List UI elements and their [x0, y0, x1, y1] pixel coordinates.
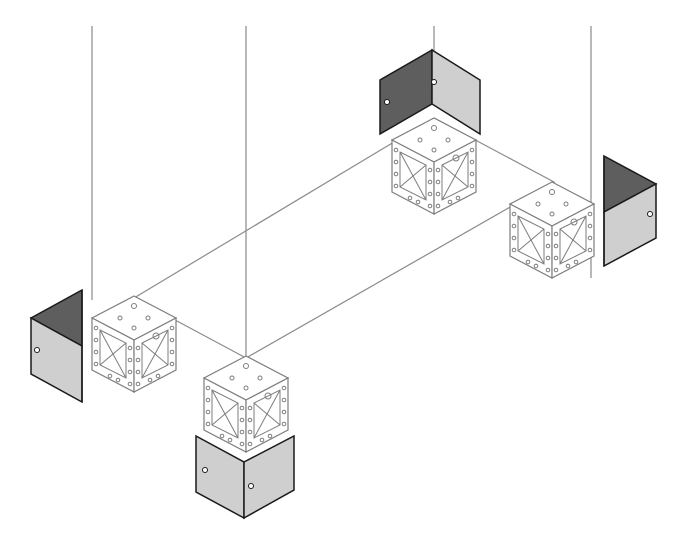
- corner-cover-front: [195, 434, 295, 520]
- corner-cover-back: [379, 48, 481, 136]
- corner-block-left: [91, 295, 177, 393]
- corner-block-front: [203, 355, 289, 453]
- base-frame-outline: [132, 117, 556, 359]
- corner-cover-right: [603, 154, 658, 268]
- corner-block-right: [509, 181, 595, 279]
- corner-block-back: [391, 117, 477, 215]
- corner-cover-left: [29, 288, 83, 404]
